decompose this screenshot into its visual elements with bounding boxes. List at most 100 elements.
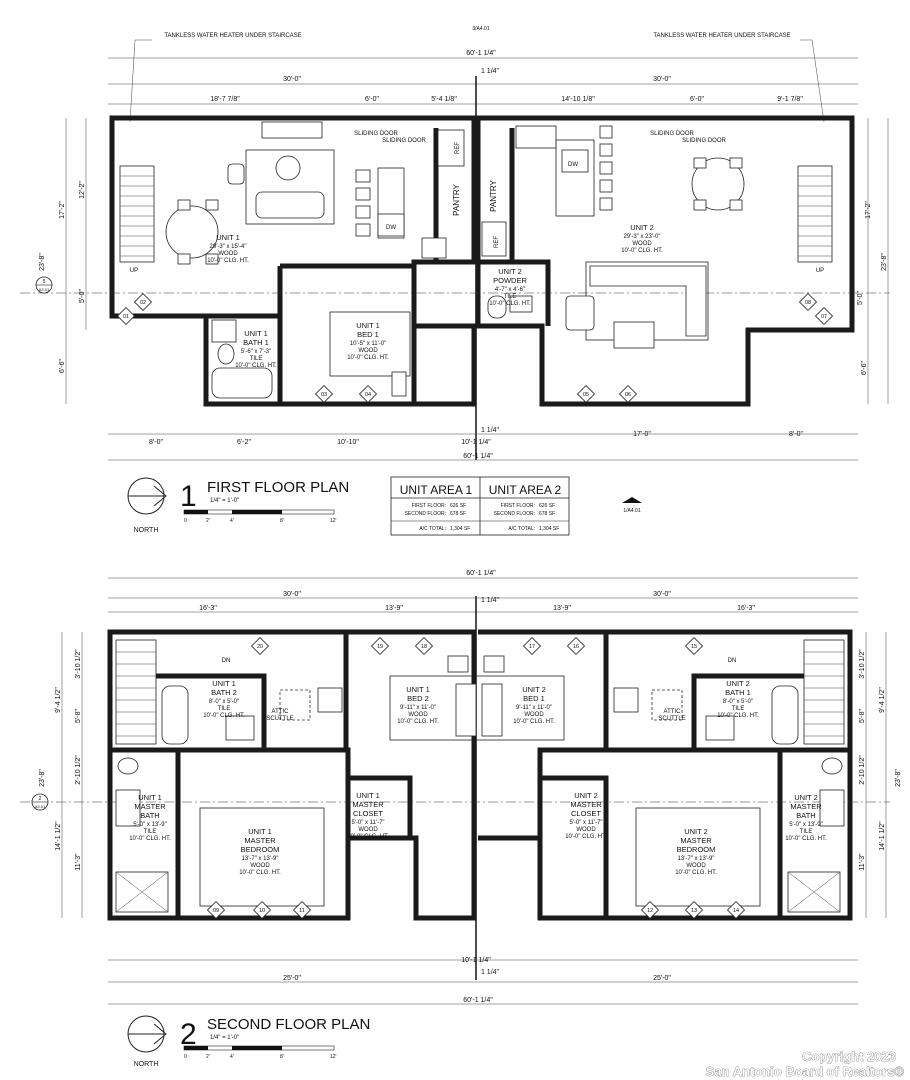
north-label-first: NORTH <box>134 527 159 534</box>
dim-ff-bottom-4: 10'-1 1/4" <box>461 439 491 446</box>
bed1-nightstand <box>391 371 407 397</box>
svg-text:10'-0" CLG. HT.: 10'-0" CLG. HT. <box>203 713 245 719</box>
svg-text:10'-5" x 11'-0": 10'-5" x 11'-0" <box>350 341 386 347</box>
room-unit2-living: UNIT 2 29'-3" x 23'-0" WOOD 10'-0" CLG. … <box>621 223 663 254</box>
svg-text:FIRST FLOOR:: FIRST FLOOR: <box>412 503 446 509</box>
sf-dim-seg-2: 13'-9" <box>385 605 403 612</box>
svg-text:CLOSET: CLOSET <box>353 809 383 818</box>
svg-text:07: 07 <box>821 314 827 320</box>
dim-left-1: 12'-2" <box>79 181 86 199</box>
window-tags-second-floor: 09 10 11 12 13 14 15 16 17 18 19 20 <box>206 636 746 920</box>
bed1-rug <box>329 311 411 377</box>
svg-text:10'-0" CLG. HT.: 10'-0" CLG. HT. <box>397 719 439 725</box>
north-arrow-first <box>127 477 167 515</box>
svg-text:29'-3" x 23'-0": 29'-3" x 23'-0" <box>624 234 661 240</box>
plan-title-second: SECOND FLOOR PLAN <box>207 1016 370 1033</box>
room-u1-bed2: UNIT 1 BED 2 9'-11" x 11'-0" WOOD 10'-0"… <box>397 685 439 725</box>
north-label-second: NORTH <box>134 1061 159 1068</box>
dim-seg-2: 6'-0" <box>365 96 379 103</box>
sf-dim-bottom-left: 25'-0" <box>283 975 301 982</box>
svg-text:UNIT 1: UNIT 1 <box>356 321 380 330</box>
svg-text:09: 09 <box>213 908 219 914</box>
sf-dim-seg-1: 16'-3" <box>199 605 217 612</box>
svg-text:10: 10 <box>259 908 265 914</box>
svg-text:10'-0" CLG. HT.: 10'-0" CLG. HT. <box>565 834 607 840</box>
svg-text:29'-3" x 15'-4": 29'-3" x 15'-4" <box>210 244 247 250</box>
svg-text:MASTER: MASTER <box>680 836 712 845</box>
u1-bath2-wall <box>156 673 267 750</box>
svg-text:UNIT 2: UNIT 2 <box>684 827 708 836</box>
svg-text:UNIT 2: UNIT 2 <box>498 267 522 276</box>
dn-label-u1: DN <box>222 658 231 664</box>
plan-number-first: 1 <box>180 480 197 513</box>
dim-seg-4: 14'-10 1/8" <box>561 96 595 103</box>
svg-text:08: 08 <box>805 300 811 306</box>
svg-text:UNIT 1: UNIT 1 <box>244 329 268 338</box>
dw-label-u1: DW <box>386 225 396 231</box>
svg-text:12': 12' <box>330 518 337 524</box>
pantry-label-u1: PANTRY <box>452 183 461 215</box>
plan-scale-second: 1/4" = 1'-0" <box>210 1035 239 1041</box>
svg-text:11: 11 <box>299 908 305 914</box>
room-u2-master-bath: UNIT 2 MASTER BATH 5'-0" x 13'-9" TILE 1… <box>785 793 827 842</box>
svg-text:10'-0" CLG. HT.: 10'-0" CLG. HT. <box>717 713 759 719</box>
svg-text:10'-0" CLG. HT.: 10'-0" CLG. HT. <box>129 836 171 842</box>
svg-text:4': 4' <box>230 518 234 524</box>
svg-text:10'-0" CLG. HT.: 10'-0" CLG. HT. <box>239 870 281 876</box>
bed1-wall <box>280 263 417 404</box>
u2-bath1-wall <box>691 673 804 750</box>
window-tags-first-floor: 01 02 03 04 05 06 07 08 <box>116 292 834 404</box>
svg-text:626 SF: 626 SF <box>450 503 466 509</box>
sf-dim-half-right: 30'-0" <box>653 591 671 598</box>
room-u2-bed1: UNIT 2 BED 1 9'-11" x 11'-0" WOOD 10'-0"… <box>513 685 555 725</box>
svg-text:1,304 SF: 1,304 SF <box>539 526 559 532</box>
svg-text:5'-0" x 13'-9": 5'-0" x 13'-9" <box>133 822 167 828</box>
svg-text:UNIT 1: UNIT 1 <box>406 685 430 694</box>
plan-title-first: FIRST FLOOR PLAN <box>207 479 349 496</box>
sf-dim-seg-4: 16'-3" <box>737 605 755 612</box>
svg-text:WOOD: WOOD <box>686 863 706 869</box>
dim-right-2: 23'-8" <box>881 253 888 271</box>
svg-text:13'-7" x 13'-9": 13'-7" x 13'-9" <box>678 856 715 862</box>
sf-dim-left-4: 23'-8" <box>39 769 46 787</box>
svg-text:05: 05 <box>583 392 589 398</box>
area-col2-title: UNIT AREA 2 <box>489 483 562 497</box>
sf-dim-half-left: 30'-0" <box>283 591 301 598</box>
sf-dim-overall-top: 60'-1 1/4" <box>466 570 496 577</box>
svg-text:16: 16 <box>573 644 579 650</box>
sliding-door-1: SLIDING DOOR <box>354 131 398 137</box>
svg-text:MASTER: MASTER <box>244 836 276 845</box>
svg-text:UNIT 2: UNIT 2 <box>726 679 750 688</box>
dim-seg-6: 9'-1 7/8" <box>777 96 803 103</box>
svg-text:01: 01 <box>123 314 129 320</box>
svg-text:MASTER: MASTER <box>790 802 822 811</box>
svg-text:TILE: TILE <box>250 356 263 362</box>
dim-ff-bottom-3: 10'-10" <box>337 439 359 446</box>
svg-text:SCUTTLE: SCUTTLE <box>266 716 293 722</box>
dim-right-3: 5'-0" <box>857 291 864 305</box>
area-col1-title: UNIT AREA 1 <box>400 483 473 497</box>
attic-scuttle-u2: ATTIC SCUTTLE <box>658 709 685 722</box>
sf-dim-party-bottom: 1 1/4" <box>481 969 500 976</box>
sliding-door-3: SLIDING DOOR <box>650 131 694 137</box>
svg-text:5: 5 <box>43 279 46 285</box>
svg-text:UNIT 2: UNIT 2 <box>630 223 654 232</box>
svg-text:17: 17 <box>529 644 535 650</box>
sf-dim-right-2: 9'-4 1/2" <box>879 687 886 713</box>
svg-text:10'-0" CLG. HT.: 10'-0" CLG. HT. <box>347 355 389 361</box>
svg-text:13: 13 <box>691 908 697 914</box>
dim-ff-bottom-6: 8'-0" <box>789 431 803 438</box>
svg-text:TILE: TILE <box>218 706 231 712</box>
svg-text:UNIT 2: UNIT 2 <box>794 793 818 802</box>
sf-dim-seg-3: 13'-9" <box>553 605 571 612</box>
svg-text:10'-0" CLG. HT.: 10'-0" CLG. HT. <box>235 363 277 369</box>
sf-dim-right-5: 2'-10 1/2" <box>859 755 866 785</box>
svg-text:BATH 1: BATH 1 <box>243 338 269 347</box>
elevation-marker <box>622 497 642 503</box>
copyright-line-2: San Antonio Board of Realtors® <box>706 1064 905 1079</box>
svg-text:06: 06 <box>625 392 631 398</box>
svg-text:4'-7" x 4'-6": 4'-7" x 4'-6" <box>495 287 525 293</box>
up-label-u1: UP <box>130 268 138 274</box>
sf-dim-right-1: 3'-10 1/2" <box>859 649 866 679</box>
svg-text:UNIT 1: UNIT 1 <box>356 791 380 800</box>
